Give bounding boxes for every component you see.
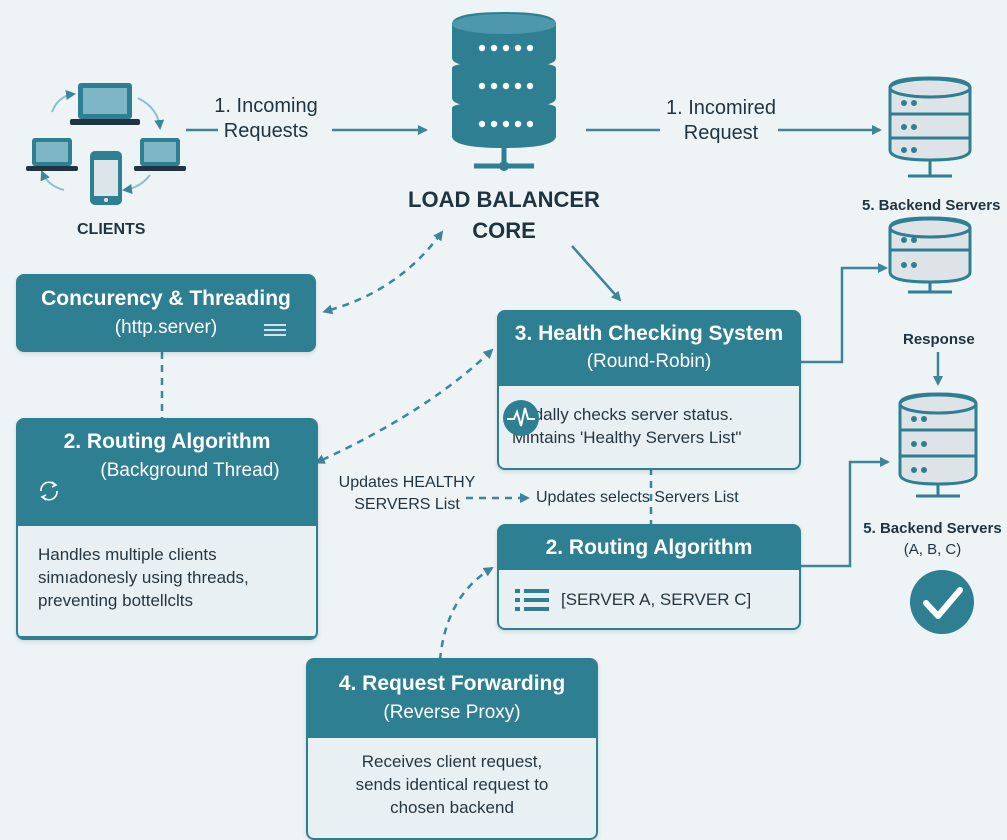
dashed-forwarding-routing bbox=[438, 566, 494, 661]
backend-servers-top-label: 5. Backend Servers bbox=[862, 197, 1001, 214]
server-rack-icon bbox=[898, 392, 978, 498]
forwarding-title: 4. Request Forwarding bbox=[338, 672, 566, 695]
arrow-health-to-servers bbox=[798, 263, 888, 364]
forwarding-subtitle: (Reverse Proxy) bbox=[383, 702, 521, 723]
routing-algorithm-left-card: 2. Routing Algorithm (Background Thread)… bbox=[16, 418, 318, 640]
refresh-icon bbox=[40, 481, 58, 501]
checkmark-icon bbox=[910, 570, 974, 634]
routing-left-body-line: Handles multiple clients bbox=[38, 545, 217, 564]
laptop-icon bbox=[26, 138, 78, 171]
incomired-line2: Request bbox=[683, 122, 759, 144]
routing-left-body-line: simıadonesly using threads, bbox=[38, 568, 249, 587]
concurrency-card: Concurency & Threading (http.server) bbox=[16, 274, 316, 352]
phone-icon bbox=[90, 151, 122, 205]
backend-servers-bottom-line2: (A, B, C) bbox=[903, 541, 962, 558]
updates-healthy-label: Updates HEALTHY SERVERS List bbox=[324, 472, 490, 516]
arrow-routing-to-servers bbox=[798, 457, 890, 568]
backend-servers-bottom-line1: 5. Backend Servers bbox=[863, 520, 1002, 537]
concurrency-subtitle: (http.server) bbox=[114, 317, 218, 338]
laptop-icon bbox=[70, 83, 140, 125]
core-line1: LOAD BALANCER bbox=[408, 187, 600, 212]
dashed-arrows bbox=[160, 230, 653, 661]
backend-servers-bottom-label: 5. Backend Servers (A, B, C) bbox=[860, 518, 1005, 560]
routing-right-server-list: [SERVER A, SERVER C] bbox=[561, 590, 752, 609]
arrow-core-to-health bbox=[571, 245, 622, 302]
dashed-routing-health bbox=[314, 348, 494, 464]
routing-right-body: [SERVER A, SERVER C] bbox=[499, 570, 799, 628]
routing-left-title: 2. Routing Algorithm bbox=[63, 430, 271, 453]
updates-left-line2: SERVERS List bbox=[354, 496, 460, 513]
incoming-line2: Requests bbox=[223, 120, 309, 142]
waveform-icon bbox=[503, 400, 539, 436]
database-icon bbox=[452, 12, 556, 171]
health-subtitle: (Round-Robin) bbox=[586, 351, 712, 372]
server-rack-icon bbox=[888, 76, 972, 178]
health-body-line: Mintains 'Healthy Servers List" bbox=[512, 428, 742, 447]
routing-algorithm-right-card: 2. Routing Algorithm [SERVER A, SERVER C… bbox=[497, 524, 801, 630]
laptop-icon bbox=[134, 138, 186, 171]
incomired-line1: 1. Incomired bbox=[665, 97, 777, 119]
list-icon bbox=[515, 589, 549, 611]
response-label: Response bbox=[903, 331, 975, 348]
forwarding-body-line: Receives client request, bbox=[361, 752, 543, 771]
forwarding-body-line: chosen backend bbox=[390, 798, 514, 817]
health-title: 3. Health Checking System bbox=[514, 322, 784, 345]
clients-cycle-arrows bbox=[40, 90, 165, 194]
clients-label: CLIENTS bbox=[77, 221, 146, 238]
routing-right-title: 2. Routing Algorithm bbox=[545, 536, 753, 559]
health-body: Rodally checks server status. Mintains '… bbox=[499, 386, 799, 468]
routing-left-body: Handles multiple clients simıadonesly us… bbox=[18, 526, 316, 636]
incomired-request-label: 1. Incomired Request bbox=[656, 96, 786, 146]
forwarding-body-line: sends identical request to bbox=[355, 775, 549, 794]
server-rack-icon bbox=[888, 216, 972, 294]
routing-left-body-line: preventing bottellclts bbox=[38, 591, 193, 610]
concurrency-title: Concurency & Threading bbox=[41, 287, 291, 310]
load-balancer-core-label: LOAD BALANCER CORE bbox=[394, 184, 614, 246]
updates-selects-label: Updates selects Servers List bbox=[536, 489, 739, 506]
updates-left-line1: Updates HEALTHY bbox=[338, 474, 476, 491]
solid-arrows bbox=[186, 125, 943, 568]
health-checking-card: 3. Health Checking System (Round-Robin) … bbox=[497, 310, 801, 470]
health-body-line: Rodally checks server status. bbox=[512, 405, 734, 424]
incoming-requests-label: 1. Incoming Requests bbox=[196, 94, 336, 144]
dashed-concurrency-core bbox=[322, 230, 444, 315]
core-line2: CORE bbox=[472, 218, 536, 243]
forwarding-body: Receives client request, sends identical… bbox=[308, 738, 596, 838]
threads-icon bbox=[264, 324, 286, 336]
request-forwarding-card: 4. Request Forwarding (Reverse Proxy) Re… bbox=[306, 658, 598, 840]
routing-left-subtitle: (Background Thread) bbox=[100, 460, 280, 481]
incoming-line1: 1. Incoming bbox=[214, 95, 318, 117]
